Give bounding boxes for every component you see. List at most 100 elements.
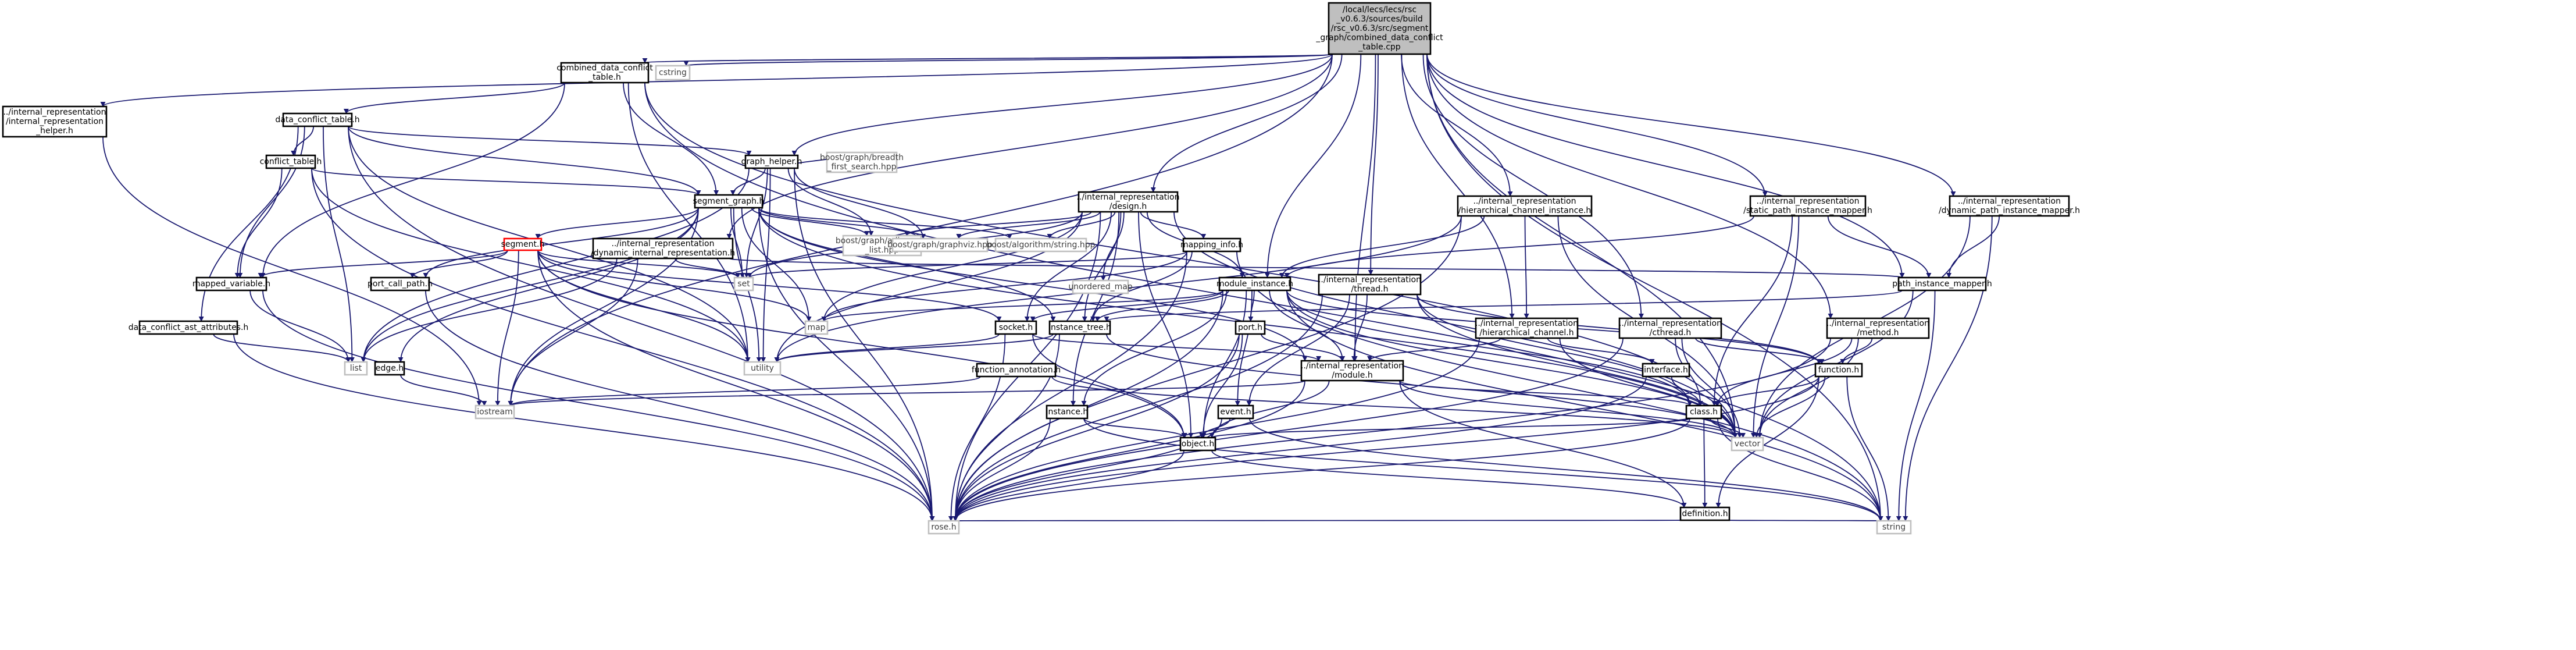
edge-instance_tree-to-utility <box>774 333 1054 363</box>
edge-root-to-path_mapper <box>1426 54 1905 278</box>
graph-edge <box>729 258 1904 278</box>
graph-edge <box>1249 418 1883 521</box>
node-definition[interactable]: definition.h <box>1679 506 1731 521</box>
edge-module_instance-to-rose <box>952 290 1223 521</box>
edge-socket-to-ir_module <box>1032 333 1321 361</box>
node-combined[interactable]: combined_data_conflict_table.h <box>556 62 653 84</box>
node-mapped-variable[interactable]: mapped_variable.h <box>192 276 270 292</box>
graph-edge <box>1702 418 1708 508</box>
node-port-call-path[interactable]: port_call_path.h <box>368 276 433 292</box>
graph-edge <box>952 376 1647 521</box>
graph-edge <box>644 82 1883 521</box>
node-label-line: class.h <box>1690 407 1718 417</box>
edge-segment-to-rose <box>537 250 935 521</box>
node-ir-static[interactable]: ../internal_representation/static_path_i… <box>1743 195 1872 217</box>
edge-module_instance-to-socket <box>1030 290 1223 322</box>
node-path-mapper[interactable]: path_instance_mapper.h <box>1892 276 1992 292</box>
graph-edge <box>537 250 812 322</box>
node-label-line: boost/algorithm/string.hpp <box>986 240 1095 250</box>
node-conflict[interactable]: conflict_table.h <box>260 154 322 169</box>
graph-edge <box>400 374 487 406</box>
graph-edge <box>761 168 771 363</box>
edge-segment-to-port_call_path <box>409 250 508 278</box>
node-label-line: function_annotation.h <box>972 365 1061 375</box>
graph-edge <box>508 376 981 406</box>
graph-edge <box>1399 380 1738 438</box>
edge-ir_dyn_ir-to-set <box>674 258 741 278</box>
graph-edge <box>1032 333 1321 361</box>
node-box <box>1679 506 1731 521</box>
node-label-line: _first_search.hpp <box>827 162 897 172</box>
node-segment[interactable]: segment.h <box>501 237 545 251</box>
edge-definition-to-rose <box>955 516 1685 522</box>
edge-ir_hier_chan-to-interface <box>1547 338 1655 364</box>
node-function[interactable]: function.h <box>1814 363 1863 378</box>
node-unordered-map: unordered_map <box>1068 279 1133 294</box>
node-function-annotation[interactable]: function_annotation.h <box>972 363 1061 378</box>
edge-function_annotation-to-vector <box>1051 376 1738 438</box>
graph-edge <box>1401 54 1513 197</box>
node-dca-attr[interactable]: data_conflict_ast_attributes.h <box>129 320 249 335</box>
node-ir-method[interactable]: ../internal_representation/method.h <box>1826 317 1930 339</box>
node-mapping-info[interactable]: mapping_info.h <box>1180 237 1243 253</box>
node-ir-cthread[interactable]: ../internal_representation/cthread.h <box>1618 317 1722 339</box>
edge-ir_dyn_ir-to-list <box>361 258 618 363</box>
edge-root-to-ir_dynamic_path <box>1426 54 1956 197</box>
node-instance[interactable]: instance.h <box>1046 404 1089 420</box>
edge-instance-to-string <box>1083 418 1883 521</box>
node-label-line: /static_path_instance_mapper.h <box>1743 206 1872 215</box>
node-instance-tree[interactable]: instance_tree.h <box>1048 320 1111 335</box>
node-graph-helper[interactable]: graph_helper.h <box>741 154 802 169</box>
node-segment-graph[interactable]: segment_graph.h <box>693 194 765 209</box>
node-ir-module[interactable]: ../internal_representation/module.h <box>1300 360 1404 382</box>
node-socket[interactable]: socket.h <box>994 320 1037 335</box>
node-dct[interactable]: data_conflict_table.h <box>275 112 360 127</box>
node-label-line: /method.h <box>1857 328 1899 338</box>
node-ir-thread[interactable]: ../internal_representation/thread.h <box>1318 274 1422 296</box>
graph-edge <box>952 338 1624 521</box>
node-box <box>1179 436 1216 452</box>
node-ir-helper[interactable]: ../internal_representation/internal_repr… <box>2 105 108 138</box>
node-cstring: cstring <box>655 65 691 81</box>
graph-edge <box>537 250 935 521</box>
node-label-line: _helper.h <box>35 126 73 136</box>
node-label-line: graph_helper.h <box>741 157 802 166</box>
node-ir-hier-chan[interactable]: ../internal_representation/hierarchical_… <box>1475 317 1579 339</box>
node-label-line: ../internal_representation <box>1473 197 1576 206</box>
node-object[interactable]: object.h <box>1179 436 1216 452</box>
node-label-line: string <box>1882 523 1906 532</box>
node-ir-dynamic-path[interactable]: ../internal_representation/dynamic_path_… <box>1939 195 2080 217</box>
node-box <box>1318 274 1422 296</box>
edge-segment-to-iostream <box>495 250 519 406</box>
node-ir-hier-inst[interactable]: ../internal_representation/hierarchical_… <box>1457 195 1593 217</box>
graph-edge <box>1211 450 1687 508</box>
graph-edge <box>952 294 1323 521</box>
edge-port_call_path-to-rose <box>425 290 935 521</box>
node-utility: utility <box>743 361 782 376</box>
node-module-instance[interactable]: module_instance.h <box>1216 276 1293 292</box>
node-event[interactable]: event.h <box>1217 404 1254 420</box>
node-label-line: interface.h <box>1644 365 1688 375</box>
node-port[interactable]: port.h <box>1235 320 1266 335</box>
node-root[interactable]: /local/lecs/lecs/rsc_v0.6.3/sources/buil… <box>1315 2 1443 55</box>
edge-graph_helper-to-graphviz <box>794 168 926 239</box>
node-edge[interactable]: edge.h <box>374 361 405 376</box>
node-label-line: /hierarchical_channel_instance.h <box>1458 206 1592 215</box>
graph-edge <box>1235 290 1253 406</box>
node-box <box>1814 363 1863 378</box>
node-box <box>1826 317 1930 339</box>
node-ir-design[interactable]: ../internal_representation/design.h <box>1076 191 1180 213</box>
edge-module_instance-to-ir_module <box>1269 290 1346 361</box>
graph-edge <box>952 333 1240 521</box>
edge-root-to-ir_thread <box>1368 54 1379 275</box>
node-class[interactable]: class.h <box>1685 404 1722 420</box>
node-interface[interactable]: interface.h <box>1642 363 1690 378</box>
graph-edge <box>1032 333 1187 438</box>
node-ir-dyn-ir[interactable]: ../internal_representation/dynamic_inter… <box>591 237 735 260</box>
graph-edge <box>744 168 768 278</box>
edge-module_instance-to-string <box>1286 290 1883 521</box>
graph-edge <box>1368 54 1379 275</box>
graph-edge <box>1286 290 1693 406</box>
edge-dct-to-rose <box>348 126 935 521</box>
node-bfs: boost/graph/breadth_first_search.hpp <box>820 151 904 173</box>
